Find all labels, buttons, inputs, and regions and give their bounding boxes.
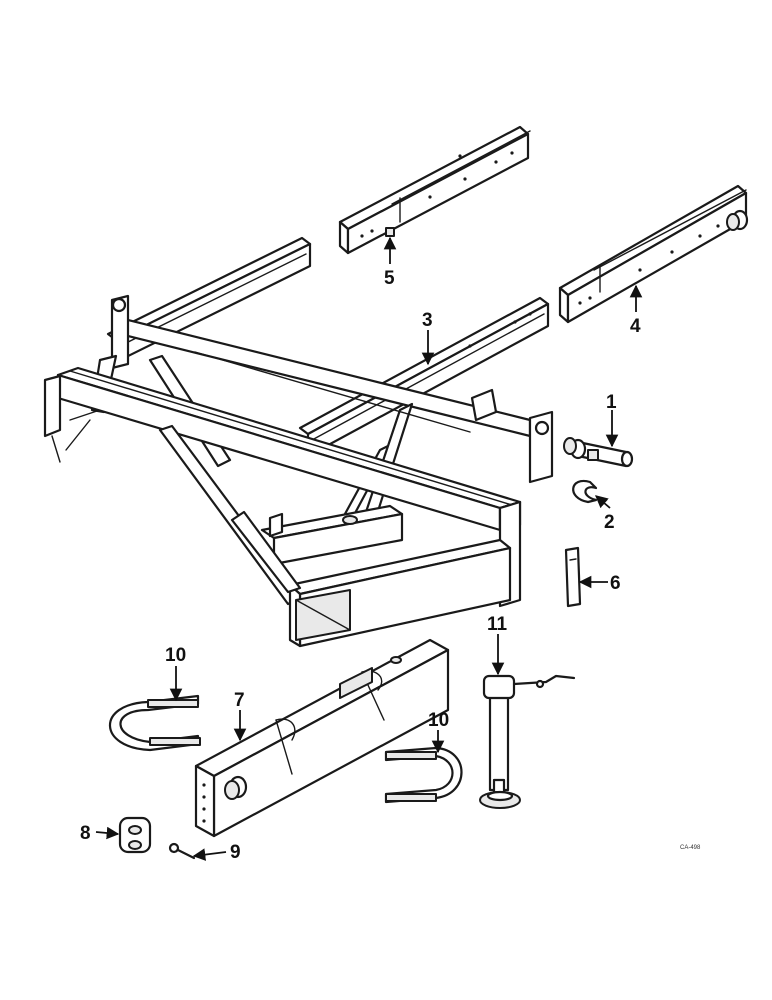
tongue-7 [194,638,450,838]
callout-10-right: 10 [428,710,449,731]
pin-9 [168,842,196,860]
extension-channel-4 [558,184,749,324]
callout-7: 7 [234,690,245,711]
leader-8 [95,826,120,840]
main-frame [43,236,554,648]
callout-5: 5 [384,268,395,289]
extension-channel-5 [338,125,531,255]
callout-4: 4 [630,316,641,337]
plate-6 [564,546,582,608]
callout-3: 3 [422,310,433,331]
jack-11 [479,674,576,809]
leader-9 [192,848,227,861]
leader-2 [595,495,611,509]
clip-2 [572,479,598,504]
callout-11: 11 [487,614,508,635]
pin-1 [563,437,634,468]
clevis-8 [118,816,152,854]
callout-labels: 1 2 3 4 5 6 7 8 9 10 10 11 [80,268,641,863]
u-strap-10-right [384,746,463,804]
callout-10-left: 10 [165,645,186,666]
callout-9: 9 [230,842,241,863]
u-strap-10-left [109,694,201,752]
callout-1: 1 [606,392,617,413]
callout-8: 8 [80,823,91,844]
callout-6: 6 [610,573,621,594]
figure-code: CA-498 [680,845,701,851]
callout-2: 2 [604,512,615,533]
leader-lines [95,236,643,861]
